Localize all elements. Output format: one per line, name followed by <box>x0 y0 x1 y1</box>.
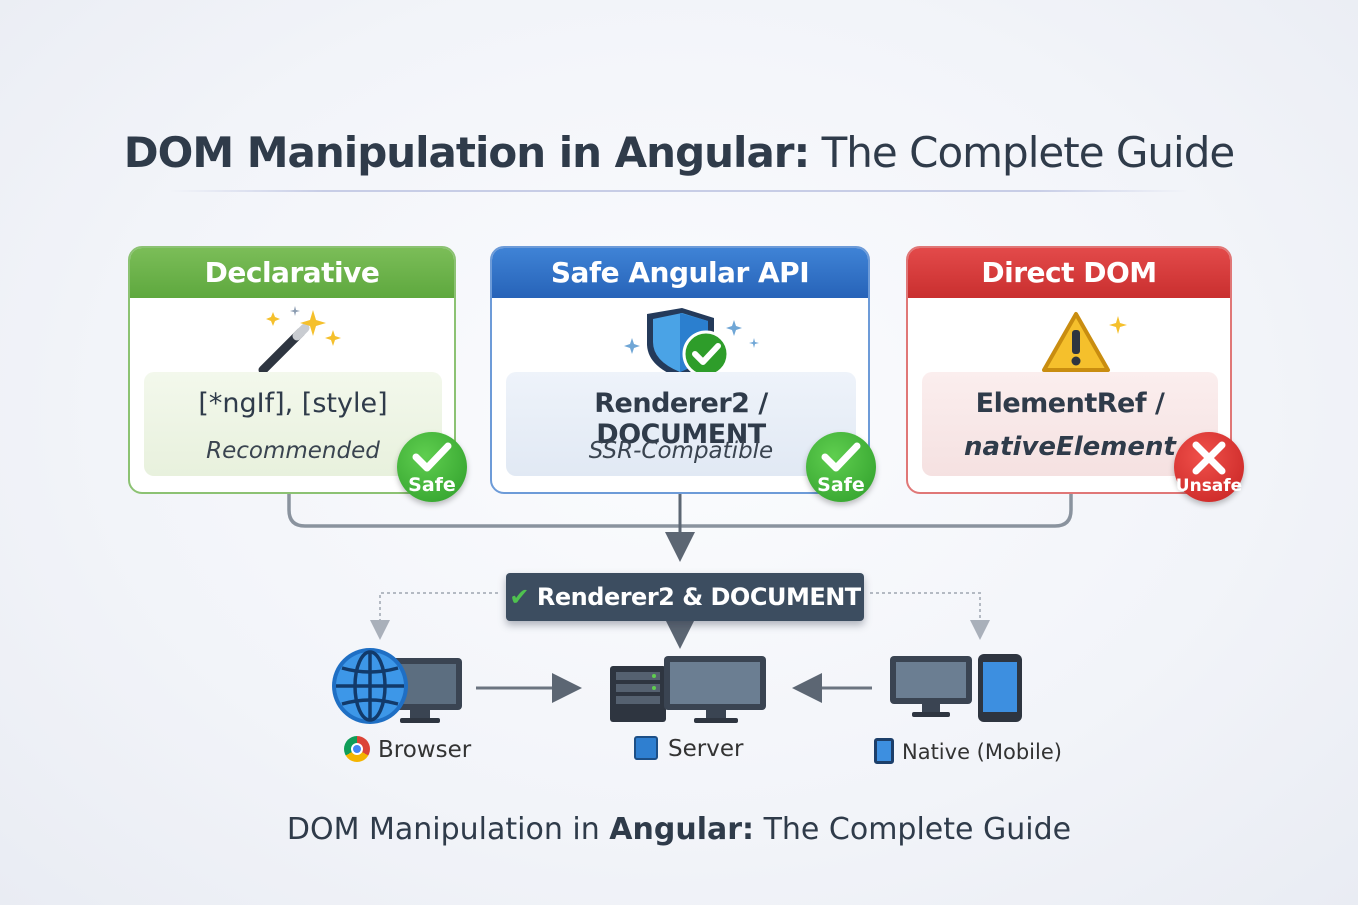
card-code-line2: nativeElement <box>964 432 1176 462</box>
platform-label: Browser <box>378 737 472 763</box>
platform-browser: Browser <box>344 736 471 763</box>
server-illustration <box>610 656 766 723</box>
badge-label: Unsafe <box>1175 476 1243 496</box>
card-code-line1: ElementRef / <box>975 388 1165 419</box>
connector-left <box>287 488 680 528</box>
warning-icon <box>1042 312 1127 372</box>
footer-bold: Angular: <box>609 812 755 847</box>
magic-wand-icon <box>258 306 341 375</box>
safe-badge: Safe <box>397 432 467 502</box>
server-icon <box>634 736 658 760</box>
browser-illustration <box>332 648 462 724</box>
central-label: Renderer2 & DOCUMENT <box>536 583 861 611</box>
card-code: Renderer2 / DOCUMENT <box>594 388 768 450</box>
card-header: Declarative <box>130 248 454 298</box>
close-icon <box>1192 441 1226 475</box>
card-header: Direct DOM <box>908 248 1230 298</box>
page-title: DOM Manipulation in Angular: The Complet… <box>0 128 1358 177</box>
platform-native-mobile: Native (Mobile) <box>874 738 1062 764</box>
badge-label: Safe <box>817 474 865 496</box>
dotted-left <box>370 592 498 640</box>
card-safe-angular-api: Safe Angular API Renderer2 / DOCUMENT SS… <box>490 246 870 494</box>
dotted-right <box>870 592 990 640</box>
title-rest: The Complete Guide <box>821 128 1236 177</box>
card-code: [*ngIf], [style] <box>198 388 388 419</box>
title-bold: DOM Manipulation in Angular: <box>123 128 811 177</box>
unsafe-badge: Unsafe <box>1174 432 1244 502</box>
chrome-icon <box>344 736 370 762</box>
footer-post: The Complete Guide <box>754 812 1072 847</box>
safe-badge: Safe <box>806 432 876 502</box>
platform-server: Server <box>634 736 743 762</box>
badge-label: Safe <box>408 474 456 496</box>
platform-label: Server <box>668 736 744 762</box>
card-note: Recommended <box>206 438 380 464</box>
check-icon <box>412 442 452 472</box>
connector-right <box>680 488 1073 528</box>
mobile-icon <box>874 738 894 764</box>
card-note: SSR-Compatible <box>588 438 774 464</box>
renderer2-document-box: ✔Renderer2 & DOCUMENT <box>506 573 864 621</box>
check-icon <box>821 442 861 472</box>
card-header: Safe Angular API <box>492 248 868 298</box>
footer-pre: DOM Manipulation in <box>286 812 610 847</box>
shield-check-icon <box>624 308 759 378</box>
check-icon: ✔ <box>509 583 529 611</box>
title-divider <box>170 190 1188 192</box>
mobile-illustration <box>890 654 1022 722</box>
footer-caption: DOM Manipulation in Angular: The Complet… <box>0 812 1358 847</box>
platform-label: Native (Mobile) <box>902 740 1062 764</box>
